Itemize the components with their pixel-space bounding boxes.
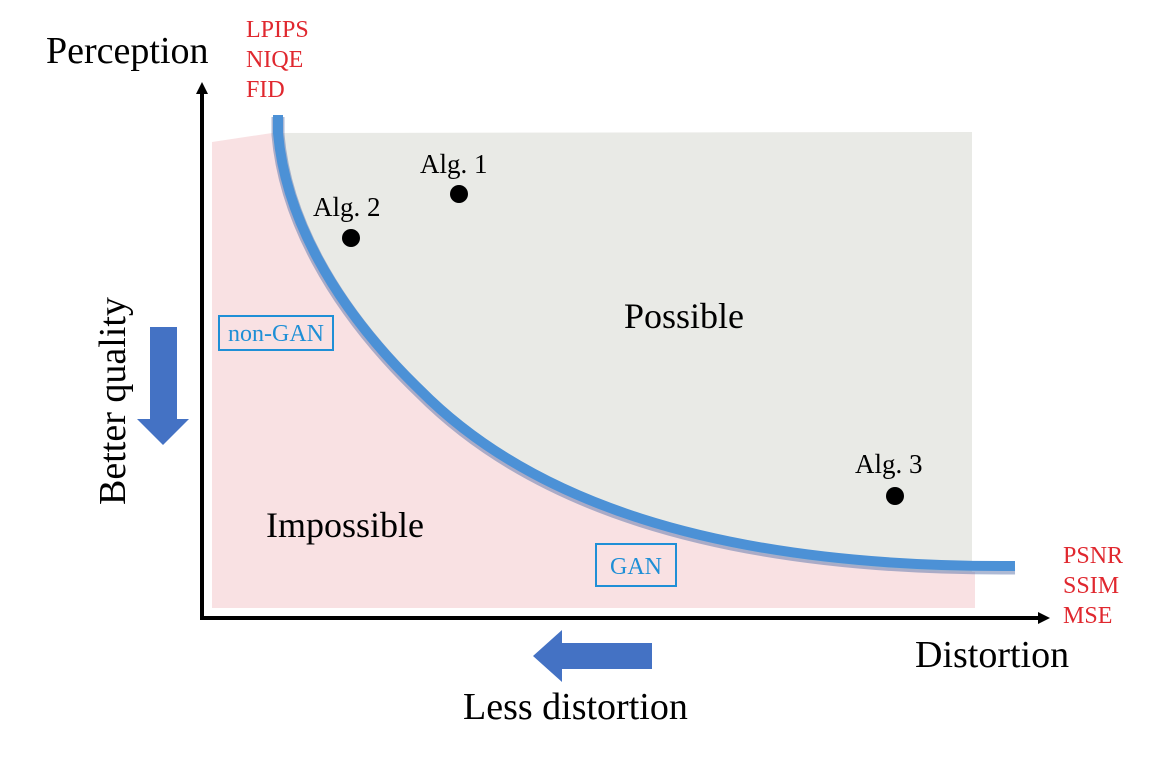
y-metric-lpips: LPIPS (246, 17, 309, 43)
alg3-label: Alg. 3 (855, 449, 923, 479)
tradeoff-curve (273, 115, 1016, 572)
alg2-label: Alg. 2 (313, 192, 381, 222)
impossible-label: Impossible (266, 505, 424, 545)
less-distortion-label: Less distortion (463, 686, 688, 728)
y-axis-title: Perception (46, 30, 209, 72)
better-quality-label: Better quality (92, 297, 134, 505)
x-metric-mse: MSE (1063, 603, 1112, 629)
possible-label: Possible (624, 296, 744, 336)
non-gan-box (218, 315, 334, 351)
y-metric-niqe: NIQE (246, 47, 303, 73)
less-distortion-arrow (533, 630, 652, 682)
alg3-point (886, 487, 904, 505)
x-metric-psnr: PSNR (1063, 543, 1123, 569)
non-gan-label: non-GAN (228, 321, 324, 347)
possible-region (272, 132, 972, 572)
alg1-point (450, 185, 468, 203)
gan-label: GAN (610, 554, 662, 580)
better-quality-arrow (137, 327, 189, 445)
x-axis-title: Distortion (915, 634, 1069, 676)
alg2-point (342, 229, 360, 247)
y-metric-fid: FID (246, 77, 285, 103)
alg1-label: Alg. 1 (420, 149, 488, 179)
gan-box (595, 543, 677, 587)
impossible-region (212, 133, 975, 608)
x-metric-ssim: SSIM (1063, 573, 1119, 599)
